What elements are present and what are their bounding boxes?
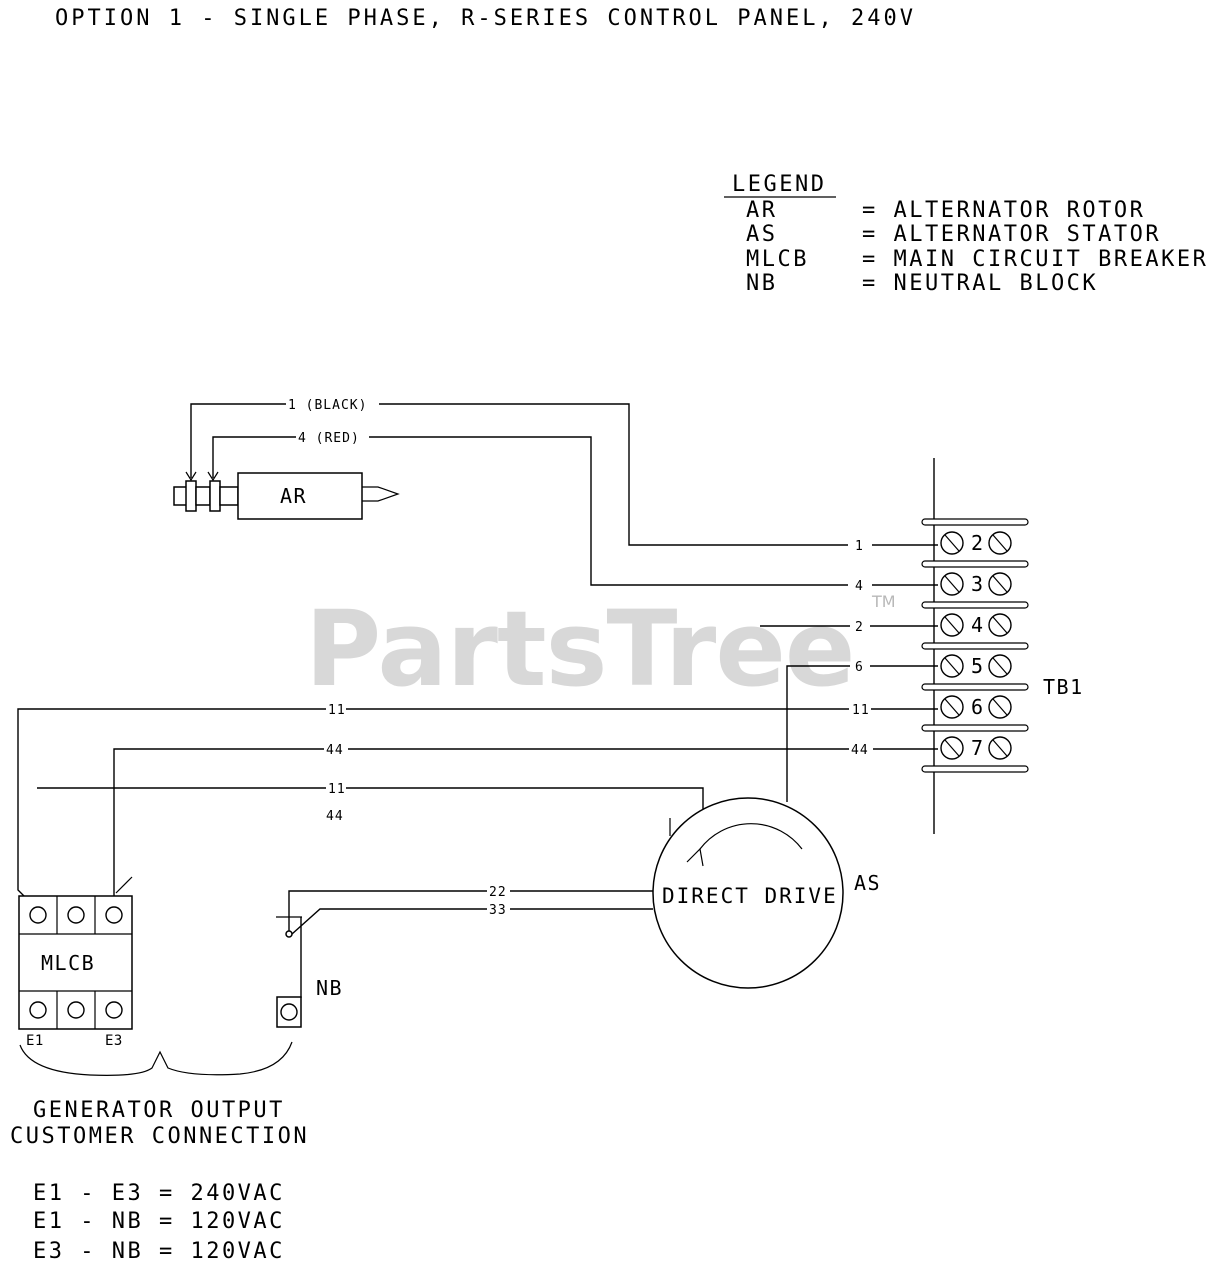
rotor-slip-ring-2 — [209, 480, 221, 512]
wire-label-red: 4 (RED) — [298, 431, 360, 446]
rotor-shaft-inner — [219, 486, 239, 506]
voltage-e1-nb: E1 - NB = 120VAC — [33, 1209, 285, 1234]
brush-arrow-2 — [207, 471, 219, 482]
wire-label-22: 22 — [489, 885, 507, 900]
legend-abbr-ar: AR — [746, 198, 778, 223]
terminal-block-tb1: 2 3 4 5 — [921, 458, 1084, 834]
output-line-2: CUSTOMER CONNECTION — [10, 1124, 309, 1149]
stator-label: AS — [854, 871, 881, 895]
legend-heading: LEGEND — [732, 172, 826, 197]
alternator-stator: DIRECT DRIVE AS — [652, 797, 881, 989]
legend-desc-mlcb: = MAIN CIRCUIT BREAKER — [862, 247, 1208, 272]
output-line-1: GENERATOR OUTPUT — [33, 1098, 285, 1123]
wire-22-33: 22 33 — [276, 885, 653, 935]
tb-wire-label-6: 6 — [855, 660, 864, 675]
tb1-label: TB1 — [1043, 675, 1084, 699]
tb1-terminal-number: 7 — [971, 736, 985, 760]
wire-label-black: 1 (BLACK) — [288, 398, 367, 413]
legend-abbr-mlcb: MLCB — [746, 247, 809, 272]
output-info: GENERATOR OUTPUT CUSTOMER CONNECTION E1 … — [10, 1098, 309, 1264]
mid-wire-label-44: 44 — [326, 743, 344, 758]
watermark-tm: TM — [871, 592, 896, 611]
tb-wire-label-44: 44 — [851, 743, 869, 758]
rotor-slip-ring-1 — [185, 480, 197, 512]
legend-abbr-nb: NB — [746, 271, 778, 296]
tb1-terminal-number: 5 — [971, 654, 985, 678]
tb1-terminal-number: 4 — [971, 613, 985, 637]
tb1-terminal-7: 7 — [940, 736, 1012, 760]
watermark-text: PartsTree — [305, 588, 854, 710]
voltage-e1-e3: E1 - E3 = 240VAC — [33, 1181, 285, 1206]
rotor-shaft-tip — [362, 486, 400, 502]
wire-44: 44 44 — [113, 743, 938, 903]
legend-abbr-as: AS — [746, 222, 778, 247]
legend-desc-as: = ALTERNATOR STATOR — [862, 222, 1161, 247]
mid-wire-label-11b: 11 — [328, 782, 346, 797]
watermark: PartsTree TM — [305, 588, 896, 710]
tb-wire-label-2: 2 — [855, 620, 864, 635]
tb1-terminal-3: 3 — [940, 572, 1012, 596]
wire-6: 6 — [786, 660, 938, 802]
mlcb-label: MLCB — [41, 951, 95, 975]
tb1-terminal-2: 2 — [940, 531, 1012, 555]
rotation-arrow — [699, 823, 803, 850]
legend-desc-nb: = NEUTRAL BLOCK — [862, 271, 1098, 296]
wire-1-black: 1 (BLACK) 1 — [190, 398, 938, 554]
brush-arrow-1 — [185, 471, 197, 482]
wire-label-33: 33 — [489, 903, 507, 918]
mlcb-e1-label: E1 — [26, 1033, 44, 1049]
wire-4-red: 4 (RED) 4 — [212, 431, 938, 594]
output-brace — [19, 1041, 293, 1076]
tb1-terminal-6: 6 — [940, 695, 1012, 719]
mlcb-e3-label: E3 — [105, 1033, 123, 1049]
diagram-title: OPTION 1 - SINGLE PHASE, R-SERIES CONTRO… — [55, 6, 916, 31]
mid-wire-label-11: 11 — [328, 703, 346, 718]
neutral-block-label: NB — [316, 976, 343, 1000]
tb1-terminal-number: 3 — [971, 572, 985, 596]
tb-wire-label-4: 4 — [855, 579, 864, 594]
alternator-rotor: AR — [173, 471, 400, 520]
tb1-terminal-number: 2 — [971, 531, 985, 555]
stator-circle — [652, 797, 844, 989]
mid-wire-label-44b: 44 — [326, 809, 344, 824]
tb-wire-label-1: 1 — [855, 539, 864, 554]
rotor-label: AR — [280, 484, 307, 508]
neutral-block: NB — [276, 917, 343, 1028]
tb-wire-label-11: 11 — [852, 703, 870, 718]
rotor-shaft-mid — [195, 486, 211, 506]
wire-11-stator: 11 44 — [37, 782, 704, 836]
tb1-terminal-number: 6 — [971, 695, 985, 719]
tb1-terminal-4: 4 — [940, 613, 1012, 637]
wire-2: 2 — [760, 620, 938, 635]
legend-desc-ar: = ALTERNATOR ROTOR — [862, 198, 1145, 223]
stator-text: DIRECT DRIVE — [662, 884, 838, 908]
rotor-body — [237, 472, 363, 520]
main-circuit-breaker: MLCB E1 E3 — [18, 895, 133, 1049]
voltage-e3-nb: E3 - NB = 120VAC — [33, 1239, 285, 1264]
legend: LEGEND AR = ALTERNATOR ROTOR AS = ALTERN… — [724, 172, 1208, 296]
rotation-arrowhead — [686, 847, 704, 867]
tb1-terminal-5: 5 — [940, 654, 1012, 678]
